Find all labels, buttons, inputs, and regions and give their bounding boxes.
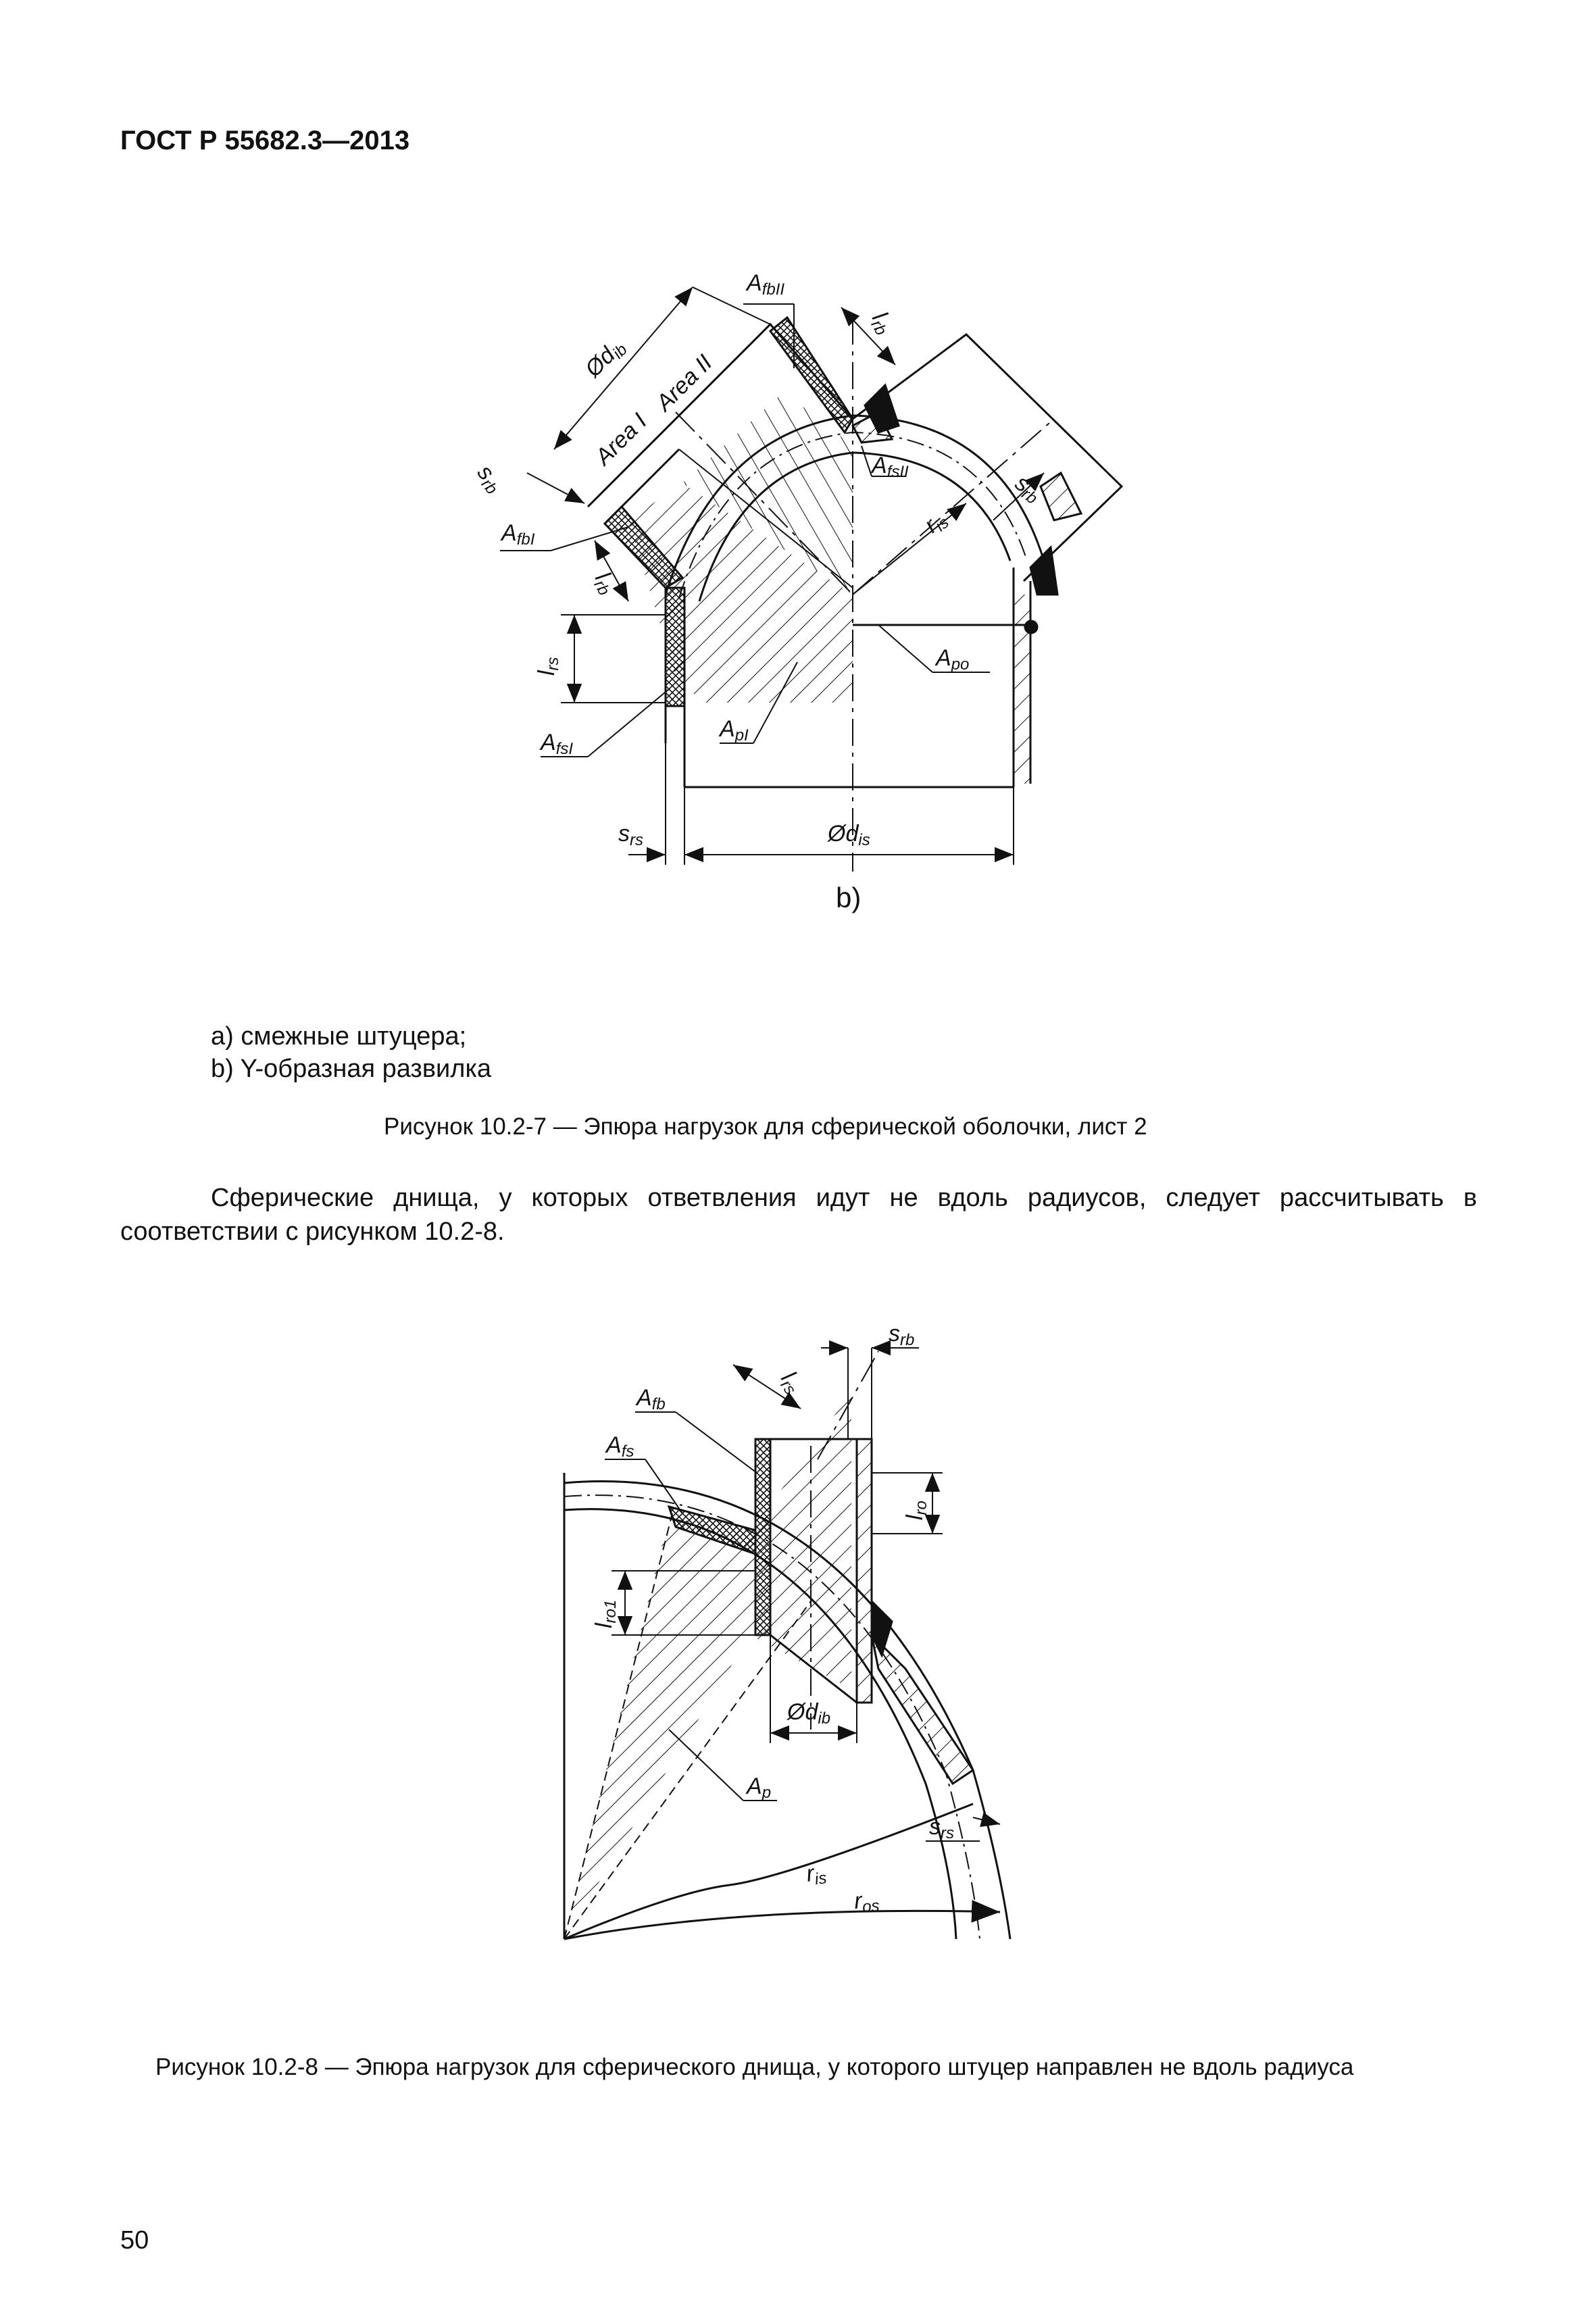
label-apo: Apo	[934, 645, 969, 674]
label-lro-2: lro	[902, 1501, 930, 1520]
label-srb-2: srb	[889, 1321, 914, 1349]
label-afsI: AfsI	[539, 730, 573, 758]
label-ris: ris	[920, 506, 953, 540]
label-srs: srs	[618, 821, 643, 849]
label-lrs: lrs	[534, 657, 562, 676]
figure-10-2-8-geometry	[563, 1340, 1012, 1940]
label-afs-2: Afs	[605, 1432, 634, 1461]
label-area-2: Area II	[650, 350, 717, 417]
label-ap-2: Ap	[745, 1774, 771, 1802]
label-afbI: AfbI	[500, 520, 535, 549]
figure-legend: а) смежные штуцера; b) Y-образная развил…	[211, 1020, 491, 1085]
legend-item-b: b) Y-образная развилка	[211, 1055, 492, 1083]
label-lrb-top: lrb	[865, 307, 899, 338]
label-odib-2: Ødib	[787, 1699, 830, 1728]
body-paragraph: Сферические днища, у которых ответвления…	[120, 1184, 1477, 1246]
label-ros-2: ros	[853, 1887, 880, 1917]
legend-item-a: а) смежные штуцера;	[211, 1022, 467, 1051]
label-afb-2: Afb	[635, 1385, 666, 1413]
label-lrs-2: lrs	[774, 1367, 807, 1399]
label-lrb-left: lrb	[588, 568, 622, 599]
label-apI: ApI	[718, 716, 749, 745]
figure-caption-10-2-8: Рисунок 10.2-8 — Эпюра нагрузок для сфер…	[155, 2054, 1354, 2080]
label-lro1-2: lro1	[591, 1600, 620, 1628]
figure-caption-10-2-7: Рисунок 10.2-7 — Эпюра нагрузок для сфер…	[384, 1113, 1147, 1140]
label-afsII: AfsII	[870, 453, 909, 481]
label-srb-left: srb	[470, 460, 509, 498]
document-header: ГОСТ Р 55682.3—2013	[120, 126, 410, 155]
label-srs-2: srs	[929, 1814, 954, 1842]
label-odib: Ødib	[580, 333, 631, 384]
label-ris-2: ris	[805, 1859, 828, 1890]
label-odis: Ødis	[827, 821, 870, 849]
panel-label-b: b)	[836, 882, 862, 913]
label-area-1: Area I	[589, 408, 652, 471]
page-number: 50	[120, 2226, 149, 2255]
label-afbII: AfbII	[745, 270, 784, 299]
figure-b-geometry	[500, 286, 1124, 872]
